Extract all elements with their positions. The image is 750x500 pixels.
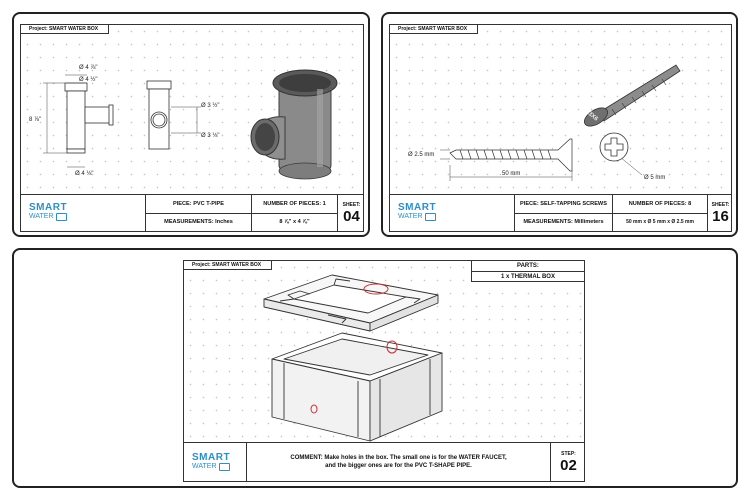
step-label: STEP: — [561, 450, 576, 457]
logo-smart: SMART — [192, 452, 231, 463]
side-hole-marker — [386, 340, 398, 354]
t-pipe-side-view — [146, 80, 172, 150]
pieces-count-cell: NUMBER OF PIECES: 8 — [612, 195, 707, 213]
screw-head-marking: 3X6 — [587, 111, 600, 123]
comment-cell: COMMENT: Make holes in the box. The smal… — [246, 443, 550, 481]
box-lid — [263, 274, 439, 332]
logo-smart: SMART — [29, 202, 68, 213]
dim-height: 8 ⅞" — [29, 117, 41, 123]
parts-label: PARTS: — [472, 261, 584, 272]
logo-water: WATER — [192, 463, 217, 470]
title-block: SMART WATER PIECE: SELF-TAPPING SCREWS N… — [390, 194, 731, 231]
parts-value: 1 x THERMAL BOX — [501, 274, 555, 280]
project-label: Project: SMART WATER BOX — [184, 261, 273, 270]
screw-drawings: 3X6 — [408, 64, 681, 181]
side-dim-lines — [171, 106, 201, 134]
faucet-hole-marker — [310, 404, 318, 414]
t-pipe-front-view — [64, 82, 114, 154]
logo-water: WATER — [29, 213, 54, 220]
size-cell: 50 mm x Ø 5 mm x Ø 2.5 mm — [612, 213, 707, 231]
water-box-icon — [424, 213, 436, 221]
dim-d3: Ø 4 ⅛" — [75, 171, 93, 177]
step-cell: STEP: 02 — [550, 443, 584, 481]
project-label: Project: SMART WATER BOX — [390, 25, 479, 34]
dim-shank: Ø 2.5 mm — [408, 152, 434, 158]
box-body — [271, 332, 443, 442]
t-pipe-3d-render — [250, 69, 338, 180]
project-label: Project: SMART WATER BOX — [21, 25, 110, 34]
drawing-sheet: Project: SMART WATER BOX Ø 4 ⅞" Ø 4 ½" 8… — [20, 24, 364, 232]
parts-box: PARTS: 1 x THERMAL BOX — [471, 261, 584, 282]
comment-line-1: COMMENT: Make holes in the box. The smal… — [290, 455, 507, 461]
smart-water-logo: SMART WATER — [192, 453, 230, 471]
step-number: 02 — [560, 456, 577, 474]
comment-line-2: and the bigger ones are for the PVC T-SH… — [325, 463, 472, 469]
water-box-icon — [55, 213, 67, 221]
drawing-sheet: Project: SMART WATER BOX 3X6 — [389, 24, 732, 232]
sheet-number: 04 — [343, 207, 360, 225]
thermal-box-drawing — [263, 274, 443, 442]
smart-water-logo: SMART WATER — [398, 203, 436, 221]
measurements-cell: MEASUREMENTS: Millimeters — [514, 213, 612, 231]
dim-d1: Ø 4 ⅞" — [79, 65, 97, 71]
sheet-number: 16 — [712, 207, 729, 225]
sheet-label: SHEET: — [342, 201, 361, 208]
smart-water-logo: SMART WATER — [29, 203, 67, 221]
panel-screws: Project: SMART WATER BOX 3X6 — [381, 12, 738, 237]
dim-d2: Ø 4 ½" — [79, 76, 97, 83]
screw-side-view — [449, 138, 573, 172]
sheet-number-cell: SHEET: 16 — [707, 195, 731, 231]
sheet-number-cell: SHEET: 04 — [337, 195, 363, 231]
dim-length: 50 mm — [502, 171, 520, 177]
dim-side2: Ø 3 ⅛" — [201, 133, 219, 139]
title-block: SMART WATER PIECE: PVC T-PIPE NUMBER OF … — [21, 194, 363, 231]
title-block: SMART WATER COMMENT: Make holes in the b… — [184, 442, 584, 481]
screw-dim-lines — [440, 149, 643, 181]
panel-pvc-t-pipe: Project: SMART WATER BOX Ø 4 ⅞" Ø 4 ½" 8… — [12, 12, 370, 237]
lid-hole-marker — [363, 283, 389, 295]
size-cell: 8 ⅞" x 4 ⅞" — [251, 213, 337, 231]
water-box-icon — [218, 463, 230, 471]
logo-water: WATER — [398, 213, 423, 220]
dim-side1: Ø 3 ½" — [201, 102, 219, 109]
pieces-count-cell: NUMBER OF PIECES: 1 — [251, 195, 337, 213]
logo-smart: SMART — [398, 202, 437, 213]
front-dim-lines — [43, 74, 87, 168]
sheet-label: SHEET: — [711, 201, 730, 208]
piece-cell: PIECE: PVC T-PIPE — [145, 195, 251, 213]
screw-head-view — [599, 132, 629, 162]
measurements-cell: MEASUREMENTS: Inches — [145, 213, 251, 231]
piece-cell: PIECE: SELF-TAPPING SCREWS — [514, 195, 612, 213]
dim-head: Ø 5 mm — [644, 175, 665, 181]
panel-thermal-box: Project: SMART WATER BOX PARTS: 1 x THER… — [12, 248, 738, 488]
pipe-drawings: Ø 4 ⅞" Ø 4 ½" 8 ⅞" Ø 4 ⅛" Ø 3 ½" Ø 3 ⅛" — [29, 65, 338, 180]
drawing-sheet: Project: SMART WATER BOX PARTS: 1 x THER… — [183, 260, 585, 482]
screw-3d-render: 3X6 — [583, 64, 681, 127]
